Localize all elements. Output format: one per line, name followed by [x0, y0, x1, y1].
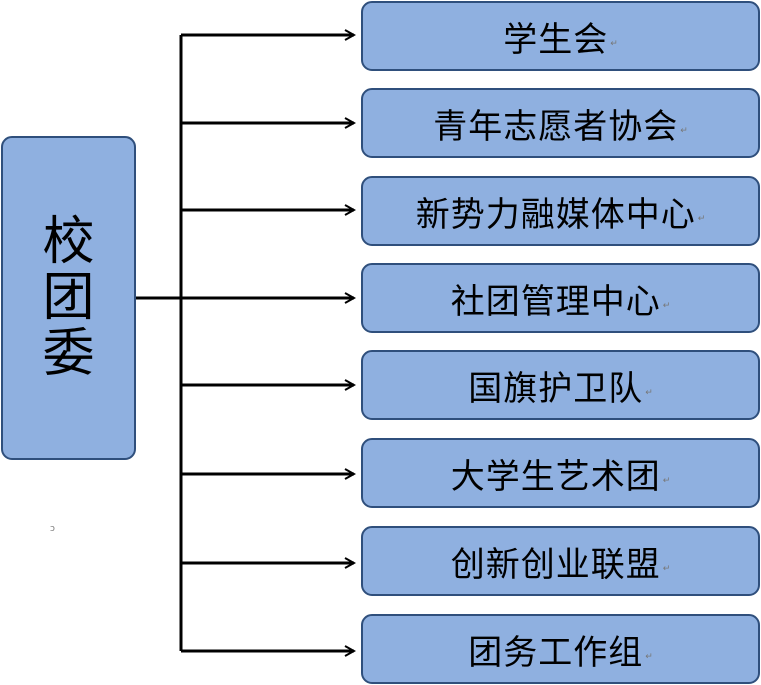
child-node-label: 创新创业联盟	[450, 544, 661, 585]
return-mark: ↵	[662, 301, 671, 311]
root-paragraph-mark: ↄ	[50, 524, 55, 534]
return-mark: ↵	[645, 652, 653, 662]
return-mark: ↵	[645, 388, 653, 398]
child-node-label: 青年志愿者协会	[433, 106, 679, 147]
child-node-label: 团务工作组	[468, 632, 644, 673]
root-node-box: 校 团 委 ↄ	[1, 136, 136, 534]
child-node-flag-guard: 国旗护卫队 ↵	[361, 350, 760, 420]
child-node-league-affairs: 团务工作组 ↵	[361, 614, 760, 684]
return-mark: ↵	[662, 476, 671, 486]
child-node-label: 社团管理中心	[450, 281, 661, 322]
root-node-label: 校 团 委	[41, 214, 97, 382]
root-char-3: 委	[42, 324, 95, 384]
child-node-student-union: 学生会 ↵	[361, 1, 760, 71]
child-node-club-management: 社团管理中心 ↵	[361, 263, 760, 333]
return-mark: ↵	[697, 214, 706, 224]
child-node-label: 大学生艺术团	[450, 456, 661, 497]
child-node-label: 新势力融媒体中心	[415, 194, 696, 235]
child-node-volunteer-association: 青年志愿者协会 ↵	[361, 88, 760, 158]
return-mark: ↵	[662, 564, 671, 574]
return-mark: ↵	[610, 39, 618, 49]
child-node-innovation-alliance: 创新创业联盟 ↵	[361, 526, 760, 596]
root-char-2: 团	[42, 268, 95, 328]
child-node-label: 学生会	[503, 19, 609, 60]
root-char-1: 校	[42, 212, 95, 272]
child-node-media-center: 新势力融媒体中心 ↵	[361, 176, 760, 246]
return-mark: ↵	[680, 126, 688, 136]
child-node-label: 国旗护卫队	[468, 368, 644, 409]
child-node-art-troupe: 大学生艺术团 ↵	[361, 438, 760, 508]
